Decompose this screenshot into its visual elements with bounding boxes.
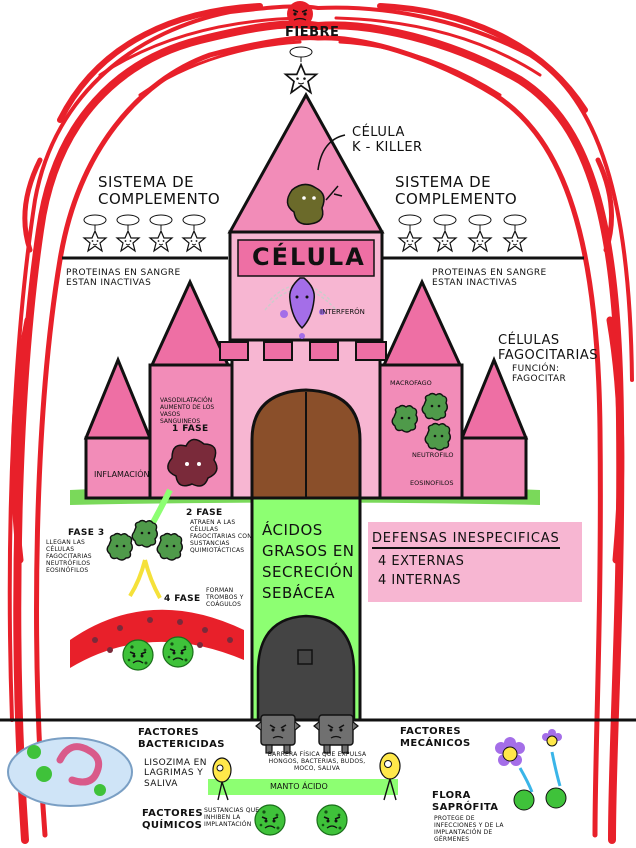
complement-stars-left xyxy=(83,214,206,252)
macrophage-label: MACROFAGO xyxy=(390,379,432,387)
mantle-figure-right-icon xyxy=(379,752,401,801)
phase3-cells-icon xyxy=(106,519,183,599)
k-killer-label: CÉLULA K - KILLER xyxy=(352,125,423,155)
clot-icon xyxy=(70,609,244,668)
bactericidal-factors-label: FACTORES BACTERICIDAS xyxy=(138,727,225,750)
fever-face-icon xyxy=(287,1,313,27)
mantle-figure-left-icon xyxy=(212,757,232,801)
neutrophil-label: NEUTROFILO xyxy=(412,451,454,459)
fever-label: FIEBRE xyxy=(285,25,340,40)
chemical-factors-description: SUSTANCIAS QUE INHIBEN LA IMPLANTACIÓN xyxy=(204,807,260,828)
phase2-description: ATRAEN A LAS CÉLULAS FAGOCITARIAS CON SU… xyxy=(190,519,252,554)
cell-banner: CÉLULA xyxy=(252,243,366,271)
complement-label-left: SISTEMA DE COMPLEMENTO xyxy=(98,173,221,209)
flora-icon xyxy=(495,729,567,811)
k-killer-cell-icon xyxy=(286,183,343,225)
inflammation-label: INFLAMACIÓN xyxy=(94,470,150,479)
external-defenses-label: 4 EXTERNAS xyxy=(378,554,465,569)
complement-stars-right xyxy=(398,214,527,252)
fatty-acids-label: ÁCIDOS GRASOS EN SECRECIÓN SEBÁCEA xyxy=(262,521,355,602)
phase4-description: FORMAN TROMBOS Y COÁGULOS xyxy=(206,587,244,608)
inflammation-cell-icon xyxy=(167,438,218,487)
phagocytic-function-label: FUNCIÓN: FAGOCITAR xyxy=(512,364,567,385)
phagocytic-cells-label: CÉLULAS FAGOCITARIAS xyxy=(498,333,599,363)
phase4-label: 4 FASE xyxy=(164,594,201,604)
saprophytic-flora-description: PROTEGE DE INFECCIONES Y DE LA IMPLANTAC… xyxy=(434,815,504,843)
mechanical-factors-label: FACTORES MECÁNICOS xyxy=(400,726,471,749)
chemical-factors-label: FACTORES QUÍMICOS xyxy=(142,808,204,831)
phase3-label: FASE 3 xyxy=(68,528,105,538)
nonspecific-defenses-title: DEFENSAS INESPECIFICAS xyxy=(372,531,560,549)
fever-aura xyxy=(7,3,634,844)
internal-defenses-label: 4 INTERNAS xyxy=(378,573,462,588)
proteins-label-left: PROTEINAS EN SANGRE ESTAN INACTIVAS xyxy=(66,268,181,289)
proteins-label-right: PROTEINAS EN SANGRE ESTAN INACTIVAS xyxy=(432,268,547,289)
lysozyme-label: LISOZIMA EN LAGRIMAS Y SALIVA xyxy=(144,758,207,789)
saprophytic-flora-label: FLORA SAPRÓFITA xyxy=(432,790,499,813)
interferon-label: INTERFERÓN xyxy=(320,308,365,316)
interferon-icon xyxy=(264,277,339,339)
phase3-description: LLEGAN LAS CÉLULAS FAGOCITARIAS NEUTRÓFI… xyxy=(46,539,92,574)
eosinophil-label: EOSINOFILOS xyxy=(410,479,454,487)
acid-mantle-label: MANTO ÁCIDO xyxy=(270,782,328,791)
bactericidal-pool-icon xyxy=(7,737,133,807)
phase1-label: 1 FASE xyxy=(172,424,209,434)
physical-barrier-label: BARRERA FÍSICA QUE EXPULSA HONGOS, BACTE… xyxy=(267,751,367,772)
complement-label-right: SISTEMA DE COMPLEMENTO xyxy=(395,173,518,209)
vasodilation-label: VASODILATACIÓN AUMENTO DE LOS VASOS SANG… xyxy=(160,397,215,425)
phase2-label: 2 FASE xyxy=(186,508,223,518)
